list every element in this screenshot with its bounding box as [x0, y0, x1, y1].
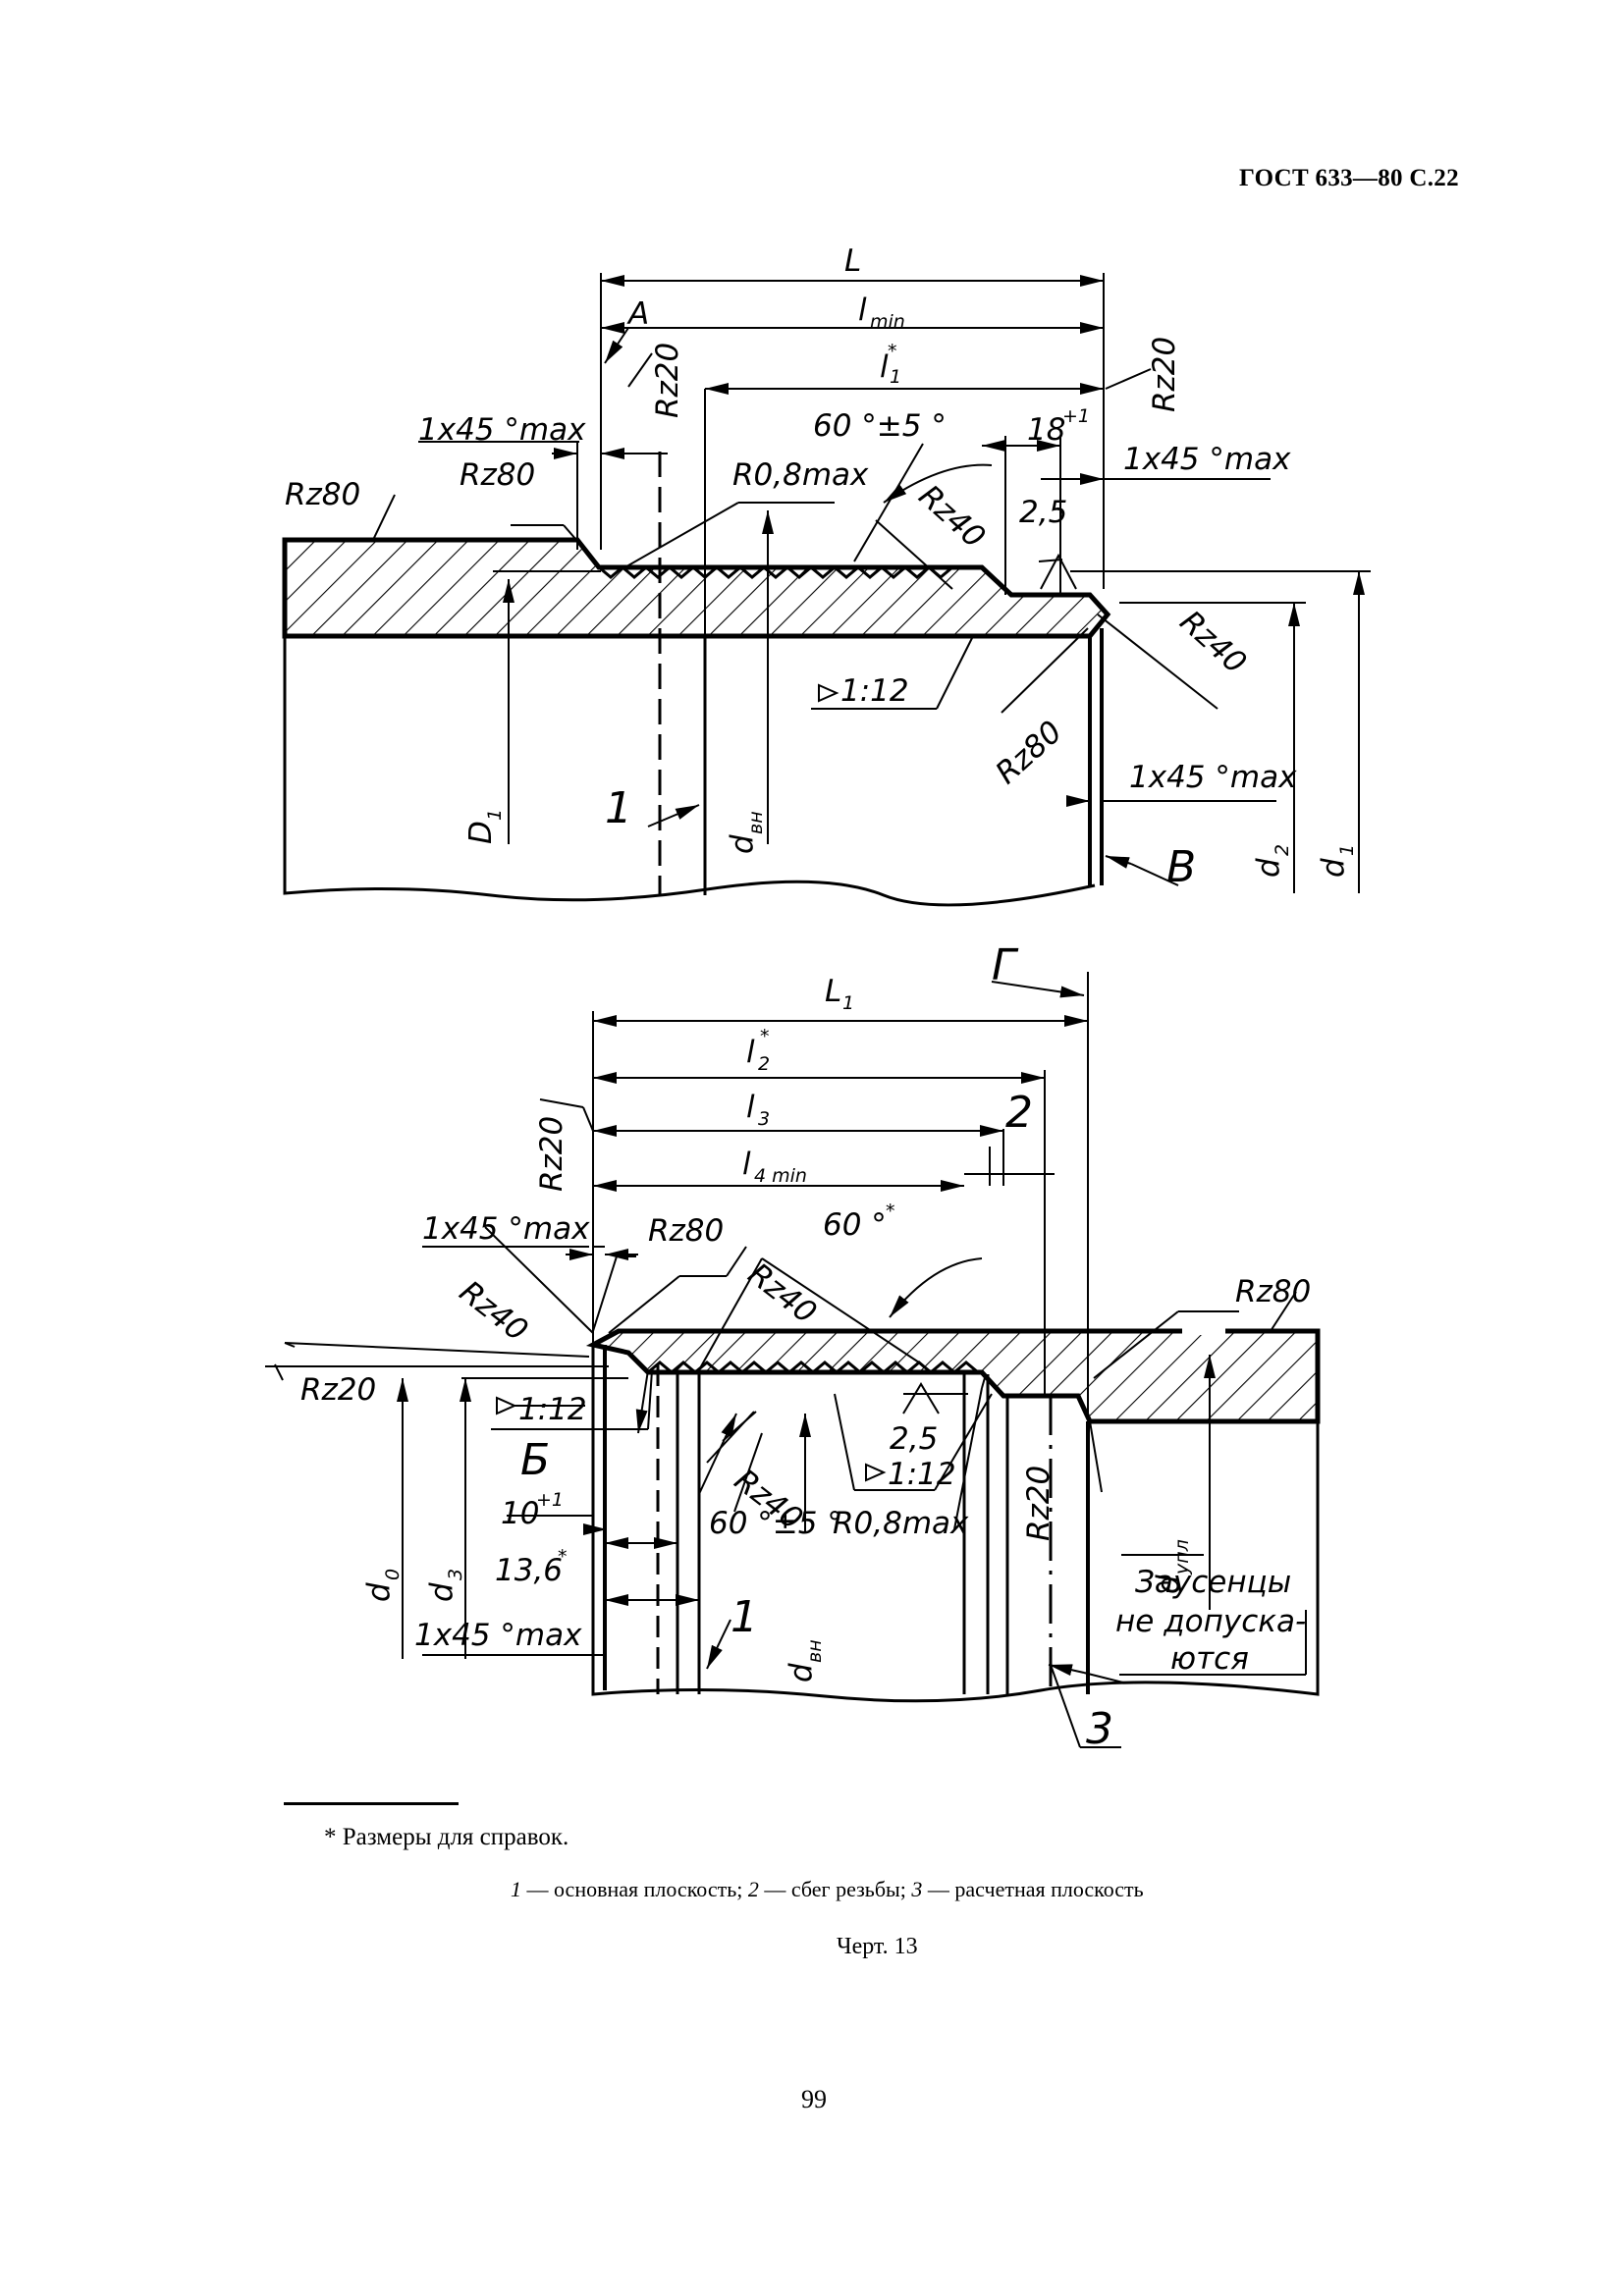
label-dvn: d	[784, 1663, 819, 1682]
label-2-5: 2,5	[890, 1421, 938, 1457]
label-L1: L	[825, 974, 841, 1009]
label-rz40-b: Rz40	[1173, 604, 1254, 680]
svg-text:1: 1	[842, 992, 854, 1014]
label-d0: d	[361, 1582, 397, 1602]
page-number: 99	[801, 2085, 827, 2113]
break-line-1	[283, 540, 1096, 907]
label-r08: R0,8max	[732, 457, 869, 493]
label-3: 3	[1086, 1704, 1113, 1754]
svg-text:*: *	[558, 1546, 568, 1568]
wall-section-1	[282, 537, 1111, 639]
label-rz40-left: Rz40	[453, 1274, 534, 1349]
svg-text:2: 2	[758, 1053, 770, 1075]
svg-text:*: *	[886, 1201, 895, 1222]
figure-caption: Черт. 13	[837, 1934, 918, 1959]
label-A: A	[626, 296, 649, 332]
label-G: Г	[992, 940, 1019, 990]
footnote: * Размеры для справок.	[324, 1824, 569, 1850]
label-rz80-top: Rz80	[648, 1213, 724, 1249]
label-l1: l	[880, 349, 889, 385]
svg-text:+1: +1	[1062, 405, 1090, 427]
label-rz80-a: Rz80	[285, 477, 360, 512]
page-header: ГОСТ 633—80 С.22	[1239, 165, 1459, 191]
label-dvn: d	[725, 834, 760, 854]
label-lmin: l	[858, 293, 867, 328]
label-burr-2: не допуска-	[1115, 1604, 1306, 1639]
label-chamfer-3: 1x45 °max	[1129, 760, 1297, 795]
label-d2: d	[1251, 858, 1286, 878]
label-chamfer-top: 1x45 °max	[422, 1211, 590, 1247]
svg-text:1: 1	[484, 809, 506, 821]
label-13-6: 13,6	[495, 1553, 563, 1588]
label-1: 1	[731, 1592, 758, 1642]
svg-text:*: *	[760, 1026, 770, 1047]
label-l3: l	[746, 1090, 755, 1125]
label-chamfer-2: 1x45 °max	[1123, 442, 1291, 477]
label-dupl: d	[1151, 1575, 1186, 1594]
label-B: B	[1166, 842, 1196, 892]
label-B-cyr: Б	[520, 1435, 550, 1485]
svg-text:1: 1	[890, 366, 901, 388]
label-rz40-mid: Rz40	[741, 1256, 823, 1331]
label-rz80-b: Rz80	[460, 457, 535, 493]
wall-section-2	[585, 1328, 1321, 1424]
drawing-2-labels: L 1 Г l 2 * l 3 2 l 4 min Rz20 1x45 °max…	[300, 940, 1311, 1754]
label-60: 60 °	[823, 1207, 887, 1243]
svg-text:3: 3	[758, 1108, 770, 1130]
svg-text:2: 2	[1272, 844, 1293, 856]
label-rz20-low: Rz20	[1021, 1466, 1056, 1541]
label-l4: l	[742, 1147, 751, 1182]
thread-profile-1	[598, 565, 953, 579]
label-taper-a: 1:12	[518, 1392, 587, 1427]
label-burr-1: Заусенцы	[1135, 1565, 1291, 1600]
label-18: 18	[1027, 412, 1065, 448]
label-angle: 60 °±5 °	[813, 408, 947, 444]
label-2: 2	[1005, 1088, 1033, 1138]
svg-text:0: 0	[382, 1569, 404, 1580]
label-rz20-top: Rz20	[534, 1116, 569, 1192]
label-rz80-c: Rz80	[989, 714, 1069, 790]
svg-text:4 min: 4 min	[754, 1165, 807, 1187]
label-rz20-right: Rz20	[1147, 337, 1182, 412]
svg-text:3: 3	[445, 1569, 466, 1580]
svg-text:min: min	[870, 311, 905, 333]
label-d3: d	[424, 1582, 460, 1602]
label-taper: 1:12	[840, 673, 909, 709]
svg-text:1: 1	[1336, 844, 1358, 856]
label-10: 10	[501, 1496, 539, 1531]
label-rz20-left: Rz20	[300, 1372, 376, 1408]
label-1: 1	[605, 783, 632, 833]
label-l2: l	[746, 1035, 755, 1070]
label-burr-3: ются	[1170, 1641, 1249, 1677]
svg-text:упл: упл	[1171, 1539, 1193, 1575]
label-L: L	[844, 243, 861, 279]
label-taper-b: 1:12	[888, 1457, 956, 1492]
label-chamfer-low: 1x45 °max	[414, 1618, 582, 1653]
label-d1: d	[1316, 858, 1351, 878]
label-2-5: 2,5	[1019, 495, 1067, 530]
label-60-5: 60 °±5 °	[709, 1506, 842, 1541]
label-rz40-a: Rz40	[912, 478, 993, 555]
label-rz20-left: Rz20	[650, 343, 685, 418]
drawing-1-coupling	[282, 273, 1371, 907]
label-rz80-right: Rz80	[1235, 1274, 1311, 1309]
label-D1: D	[463, 821, 499, 844]
drawing-2-nipple	[265, 972, 1321, 1748]
svg-text:+1: +1	[536, 1489, 564, 1511]
thread-profile-2	[647, 1361, 979, 1374]
label-r08: R0,8max	[833, 1506, 969, 1541]
label-chamfer-1: 1x45 °max	[418, 412, 586, 448]
legend: 1 — основная плоскость; 2 — сбег резьбы;…	[511, 1877, 1144, 1901]
footnote-rule	[284, 1802, 459, 1805]
svg-text:*: *	[888, 341, 897, 362]
svg-text:вн: вн	[804, 1639, 826, 1663]
svg-text:вн: вн	[745, 811, 767, 834]
